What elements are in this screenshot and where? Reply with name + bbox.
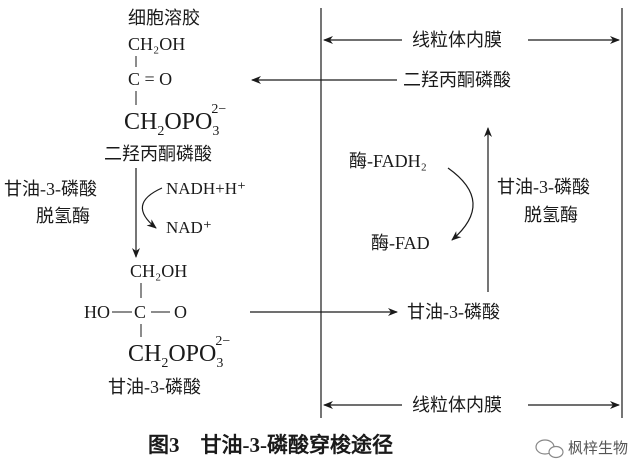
figure-caption: 图3 甘油-3-磷酸穿梭途径 [148,433,393,457]
enzyme-left-line1: 甘油-3-磷酸 [4,179,97,199]
arrow-nadh-to-nad [141,187,163,229]
dhap-top-group: CH₂OH [128,34,185,54]
g3p-o: O [174,302,187,322]
cytosol-label: 细胞溶胶 [128,8,200,28]
watermark-text: 枫梓生物 [568,439,628,457]
membrane-top-label: 线粒体内膜 [412,30,502,50]
cofactor-out: NAD⁺ [166,218,212,237]
membrane-bottom-label: 线粒体内膜 [412,395,502,415]
cofactor-in: NADH+H⁺ [166,179,246,198]
dhap-phosphate-group: CH2OPO32− [124,102,226,139]
enzyme-fadh2: 酶-FADH₂ [349,151,427,171]
chat-bubble-icon [535,439,564,459]
right-g3p-label: 甘油-3-磷酸 [407,302,500,322]
g3p-carbon: C [134,302,146,322]
dhap-carbonyl: C = O [128,69,172,89]
enzyme-right-line1: 甘油-3-磷酸 [497,177,590,197]
g3p-ho: HO [84,302,110,322]
enzyme-right-line2: 脱氢酶 [524,205,578,225]
enzyme-fad: 酶-FAD [371,233,430,253]
enzyme-left-line2: 脱氢酶 [36,206,90,226]
dhap-name: 二羟丙酮磷酸 [104,144,212,164]
right-dhap-label: 二羟丙酮磷酸 [403,70,511,90]
arrow-fadh2-to-fad [447,167,474,241]
g3p-top-group: CH₂OH [130,261,187,281]
g3p-name: 甘油-3-磷酸 [108,377,201,397]
watermark: 枫梓生物 [535,439,628,459]
g3p-phosphate-group: CH2OPO32− [128,334,230,371]
